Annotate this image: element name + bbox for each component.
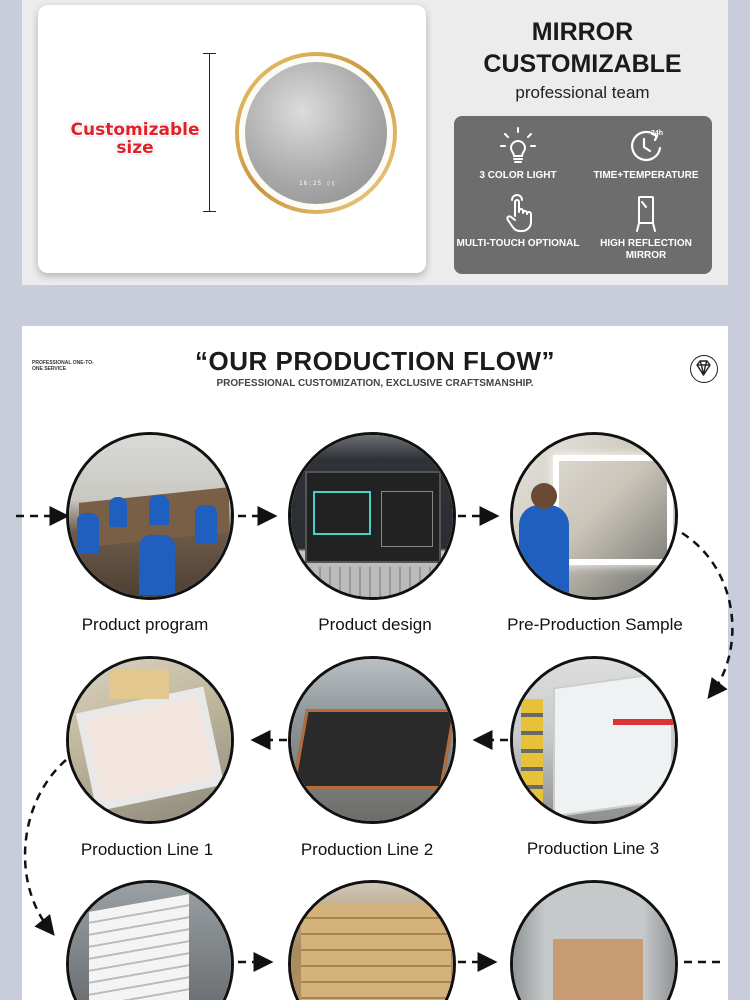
round-mirror: 16:25 ▯▯ bbox=[235, 52, 397, 214]
production-flow-title: “OUR PRODUCTION FLOW” bbox=[194, 346, 556, 376]
mirror-stand-icon bbox=[636, 196, 656, 232]
photo-product-program bbox=[66, 432, 234, 600]
feature-high-reflection: HIGH REFLECTION MIRROR bbox=[582, 194, 710, 262]
feature-time-temperature: 24h TIME+TEMPERATURE bbox=[582, 126, 710, 182]
step-label: Production Line 3 bbox=[526, 839, 660, 858]
step-label: Production Line 1 bbox=[80, 840, 214, 859]
feature-label: HIGH REFLECTION MIRROR bbox=[600, 238, 692, 261]
size-measure-line bbox=[209, 53, 210, 211]
features-box: 3 COLOR LIGHT 24h TIME+TEMPERATURE MULTI… bbox=[454, 116, 712, 274]
diamond-icon bbox=[690, 355, 718, 383]
feature-multi-touch: MULTI-TOUCH OPTIONAL bbox=[454, 194, 582, 250]
feature-label: 3 COLOR LIGHT bbox=[479, 170, 557, 181]
feature-label: MULTI-TOUCH OPTIONAL bbox=[456, 238, 580, 249]
mirror-display: 16:25 ▯▯ bbox=[299, 180, 336, 187]
photo-production-line-1 bbox=[66, 656, 234, 824]
photo-product-design bbox=[288, 432, 456, 600]
hero-subtitle: professional team bbox=[515, 83, 650, 102]
step-label: Product program bbox=[81, 615, 209, 634]
clock-24h-icon: 24h bbox=[631, 130, 663, 162]
customizable-size-label: Customizable size bbox=[70, 120, 200, 158]
production-flow-subtitle: PROFESSIONAL CUSTOMIZATION, EXCLUSIVE CR… bbox=[216, 378, 534, 389]
service-tag: PROFESSIONAL ONE-TO-ONE SERVICE bbox=[32, 360, 94, 372]
step-label: Pre-Production Sample bbox=[507, 615, 683, 634]
measure-cap-top bbox=[203, 53, 216, 54]
light-bulb-icon bbox=[500, 127, 536, 163]
svg-text:24h: 24h bbox=[651, 130, 663, 137]
mirror-card: Customizable size 16:25 ▯▯ bbox=[38, 5, 426, 273]
photo-production-line-3 bbox=[510, 656, 678, 824]
photo-pre-production-sample bbox=[510, 432, 678, 600]
step-label: Production Line 2 bbox=[300, 840, 434, 859]
photo-production-line-2 bbox=[288, 656, 456, 824]
photo-cartons bbox=[288, 880, 456, 1000]
step-label: Product design bbox=[318, 615, 432, 634]
touch-hand-icon bbox=[506, 194, 532, 232]
feature-color-light: 3 COLOR LIGHT bbox=[454, 126, 582, 182]
photo-container-loading bbox=[510, 880, 678, 1000]
photo-packing bbox=[66, 880, 234, 1000]
feature-label: TIME+TEMPERATURE bbox=[593, 170, 699, 181]
hero-title: MIRROR CUSTOMIZABLE bbox=[483, 18, 682, 78]
measure-cap-bottom bbox=[203, 211, 216, 212]
